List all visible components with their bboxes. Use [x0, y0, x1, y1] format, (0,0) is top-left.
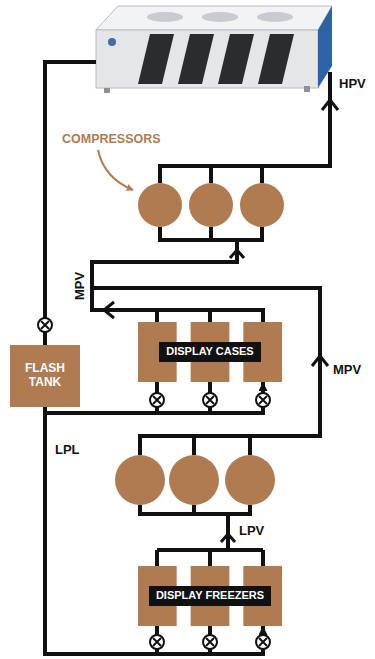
- case-label: DISPLAY CASES: [159, 342, 260, 361]
- cooler-front: [96, 30, 318, 88]
- flow-arrow: [230, 250, 244, 258]
- valve-cross: [41, 321, 49, 329]
- valve-cross: [206, 396, 214, 404]
- compressor-symbol: [169, 455, 219, 505]
- valve-symbol: [38, 318, 52, 332]
- pipe: [92, 288, 320, 455]
- compressor-symbol: [225, 455, 275, 505]
- cooler-leg: [104, 88, 110, 93]
- leader-line: [98, 150, 133, 190]
- cooler-fan: [202, 12, 238, 22]
- compressor-symbol: [240, 183, 284, 227]
- valve-body: [203, 393, 217, 407]
- flow-arrow: [312, 356, 328, 366]
- display-unit: DISPLAY CASES: [138, 322, 282, 382]
- pipe: [160, 72, 330, 183]
- display-unit: DISPLAY FREEZERS: [138, 566, 282, 626]
- valve-cross: [153, 638, 161, 646]
- pipe: [92, 227, 263, 322]
- compressor-symbol: [189, 183, 233, 227]
- cooler-top: [96, 6, 332, 30]
- cooler-leg: [304, 86, 310, 92]
- cooler-logo: [108, 38, 116, 46]
- valve-body: [150, 393, 164, 407]
- flow-arrow: [104, 302, 114, 318]
- tank-label: FLASH TANK: [17, 362, 73, 390]
- valve-cross: [153, 396, 161, 404]
- flash-tank: FLASH TANK: [10, 345, 80, 407]
- valve-cross: [259, 396, 267, 404]
- cooler-fin: [178, 34, 214, 84]
- cooler-fan: [257, 12, 293, 22]
- compressor-symbol: [115, 455, 165, 505]
- line-label: MPV: [73, 272, 86, 300]
- line-label: MPV: [333, 363, 361, 376]
- line-label: LPV: [239, 524, 264, 537]
- valve-cross: [259, 638, 267, 646]
- valve-symbol: [203, 635, 217, 649]
- valve-body: [150, 635, 164, 649]
- flow-arrow: [322, 100, 338, 110]
- valve-body: [203, 635, 217, 649]
- component-callout: COMPRESSORS: [62, 133, 161, 146]
- valve-symbol: [256, 635, 270, 649]
- valve-cross: [206, 638, 214, 646]
- valve-symbol: [256, 393, 270, 407]
- valve-body: [256, 393, 270, 407]
- cooler-fan: [147, 12, 183, 22]
- cooler-fin: [258, 34, 294, 84]
- line-label: LPL: [55, 443, 80, 456]
- pipe: [45, 62, 96, 345]
- cooler-fin: [218, 34, 254, 84]
- valve-symbol: [150, 635, 164, 649]
- valve-body: [256, 635, 270, 649]
- refrigerant-line: [45, 407, 263, 654]
- cooler-fin: [138, 34, 174, 84]
- valve-body: [38, 318, 52, 332]
- valve-symbol: [203, 393, 217, 407]
- case-label: DISPLAY FREEZERS: [149, 586, 271, 605]
- valve-symbol: [150, 393, 164, 407]
- compressor-symbol: [138, 183, 182, 227]
- gas-cooler: [96, 6, 332, 93]
- flow-arrow: [221, 534, 235, 542]
- line-label: HPV: [339, 77, 366, 90]
